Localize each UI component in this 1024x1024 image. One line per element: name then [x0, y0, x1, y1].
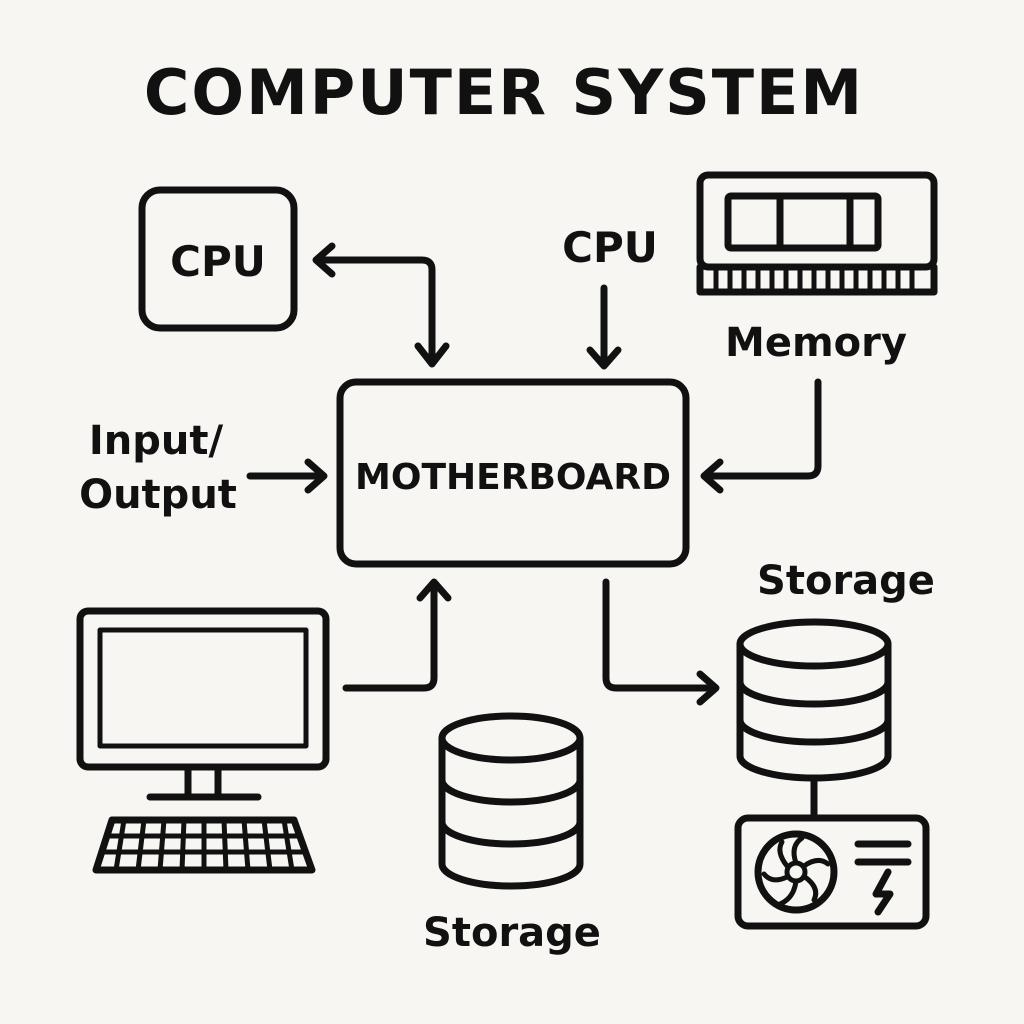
- motherboard-storage-connector: [602, 578, 720, 706]
- storage-right-label: Storage: [757, 558, 935, 604]
- motherboard-label: MOTHERBOARD: [355, 457, 671, 498]
- monitor-motherboard-connector: [342, 578, 452, 692]
- database-cylinder-icon: [438, 712, 584, 890]
- io-label-line1: Input/: [89, 418, 224, 464]
- storage-bottom-label: Storage: [423, 910, 601, 956]
- memory-label: Memory: [725, 320, 907, 366]
- memory-motherboard-connector: [700, 378, 822, 494]
- io-motherboard-arrow: [246, 458, 328, 494]
- keyboard-icon: [92, 816, 316, 874]
- power-supply-icon: [734, 814, 930, 930]
- motherboard-box: [336, 378, 690, 568]
- cpu-down-arrow: [586, 284, 622, 370]
- cpu-motherboard-connector: [312, 242, 450, 368]
- cpu-top-label: CPU: [562, 223, 658, 272]
- diagram-title: COMPUTER SYSTEM: [144, 56, 864, 129]
- ram-module-icon: [696, 171, 938, 296]
- cpu-icon: [138, 186, 298, 332]
- io-label-line2: Output: [79, 472, 237, 518]
- cpu-box-label: CPU: [170, 237, 266, 286]
- monitor-icon: [76, 607, 330, 801]
- database-cylinder-icon: [736, 618, 892, 782]
